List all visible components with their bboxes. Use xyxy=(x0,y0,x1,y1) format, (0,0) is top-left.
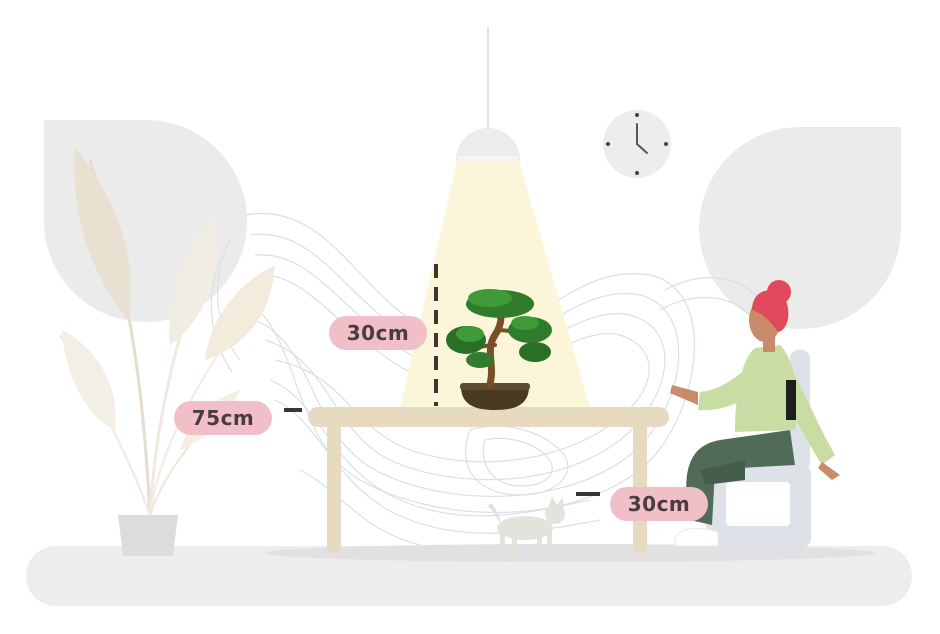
light-beam xyxy=(400,157,590,408)
cat-icon xyxy=(488,496,565,556)
plant-clearance-label: 30cm xyxy=(329,316,427,350)
person-icon xyxy=(670,280,840,547)
floor-clearance-label: 30cm xyxy=(610,487,708,521)
background-blob-left xyxy=(43,120,247,323)
floor-shadow xyxy=(265,544,875,562)
pendant-lamp-icon xyxy=(400,27,590,408)
background-blob-right xyxy=(699,127,901,329)
table xyxy=(308,407,669,553)
table-height-label: 75cm xyxy=(174,401,272,435)
clock-icon xyxy=(603,110,671,178)
potted-plant-icon xyxy=(58,148,275,556)
bonsai-icon xyxy=(446,289,552,410)
